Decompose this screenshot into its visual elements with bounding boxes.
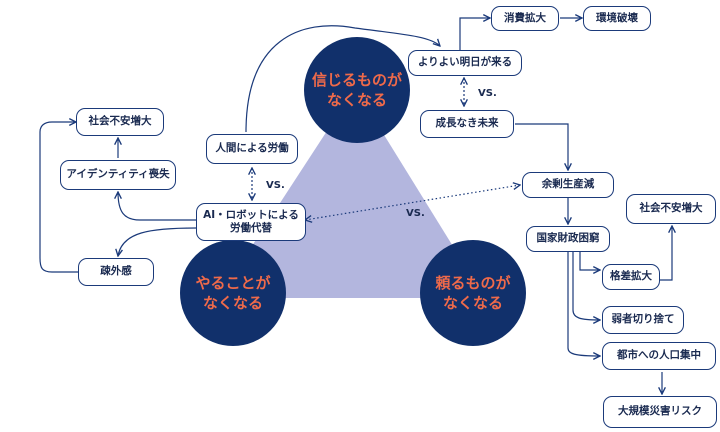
node-disaster: 大規模災害リスク: [603, 396, 717, 428]
edge-arc: [245, 25, 440, 133]
node-abandon-weak: 弱者切り捨て: [602, 306, 684, 334]
edge-ai-identity: [118, 192, 196, 221]
node-alienation: 疎外感: [78, 258, 154, 286]
edge-nogrowth-surplus: [515, 123, 568, 170]
circle-rely: 頼るものが なくなる: [420, 240, 526, 346]
node-environment: 環境破壊: [583, 6, 651, 31]
vs-center: VS.: [406, 208, 425, 219]
edge-fiscal-weak: [572, 252, 600, 320]
edge-fiscal-inequality: [579, 252, 600, 270]
vs-left: VS.: [266, 180, 285, 191]
circle-do-label: やることが なくなる: [195, 273, 271, 312]
node-no-growth: 成長なき未来: [420, 110, 514, 138]
edge-surplus-ai: [305, 185, 520, 220]
node-social-anxiety-right: 社会不安増大: [626, 194, 716, 224]
node-human-labor: 人間による労働: [206, 134, 298, 164]
node-fiscal: 国家財政困窮: [526, 226, 610, 252]
node-social-anxiety-left: 社会不安増大: [76, 108, 164, 136]
node-inequality: 格差拡大: [602, 264, 660, 290]
circle-do: やることが なくなる: [180, 240, 286, 346]
edge-alienation-anxiety: [39, 122, 78, 273]
circle-believe-label: 信じるものが なくなる: [311, 70, 402, 109]
node-ai-labor: AI・ロボットによる 労働代替: [196, 203, 306, 241]
edge-ai-alienation: [118, 227, 197, 256]
node-urban: 都市への人口集中: [602, 342, 716, 370]
edge-inequality-anxiety: [660, 226, 672, 281]
edge-fiscal-urban: [567, 252, 600, 356]
node-tomorrow: よりよい明日が来る: [408, 50, 522, 76]
edge-tomorrow-consumption: [459, 18, 490, 50]
circle-believe: 信じるものが なくなる: [304, 37, 410, 143]
circle-rely-label: 頼るものが なくなる: [435, 273, 511, 312]
node-identity-loss: アイデンティティ喪失: [60, 160, 176, 190]
node-consumption: 消費拡大: [491, 6, 559, 31]
node-surplus-decline: 余剰生産減: [522, 172, 614, 198]
vs-top: VS.: [478, 88, 497, 99]
